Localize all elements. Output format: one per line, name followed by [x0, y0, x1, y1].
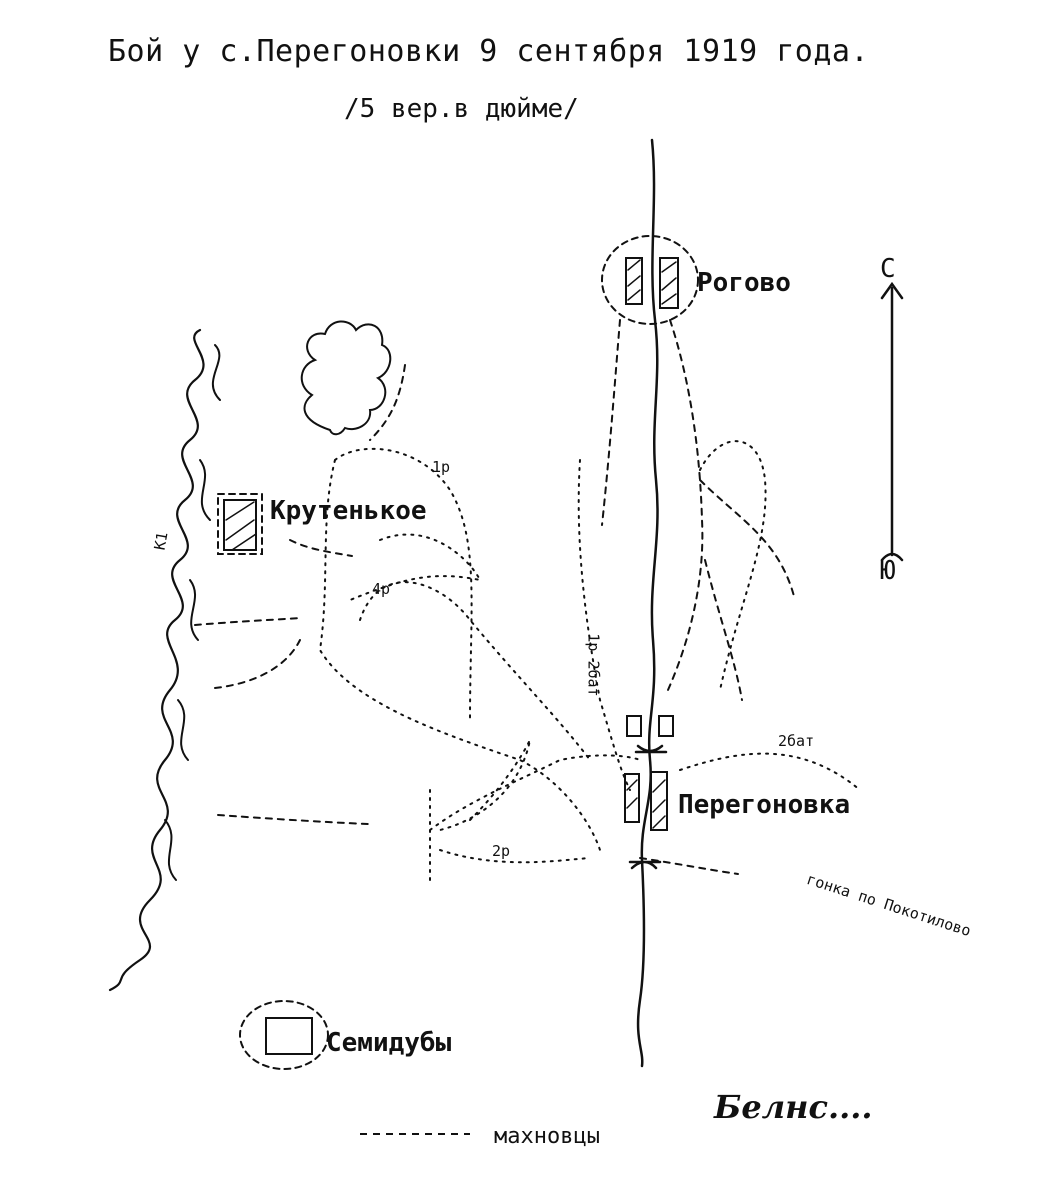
place-rogovo: Рогово — [697, 268, 791, 298]
krutenkoe-house — [223, 499, 257, 551]
route-river-2 — [214, 639, 301, 689]
rogovo-house-right — [659, 257, 679, 309]
compass-arrow-north — [880, 281, 904, 300]
peregonovka-house-4 — [650, 771, 668, 831]
dotted-loop-9 — [349, 533, 482, 601]
dotted-loop-4 — [429, 754, 641, 881]
place-peregonovka: Перегоновка — [678, 790, 851, 820]
dotted-loop-10 — [439, 739, 531, 831]
peregonovka-house-3 — [624, 773, 640, 823]
place-krutenkoe: Крутенькое — [270, 496, 427, 526]
peregonovka-house-1 — [626, 715, 642, 737]
dotted-loop-5 — [439, 849, 591, 864]
unit-label-4r: 4р — [372, 580, 391, 598]
map-title: Бой у с.Перегоновки 9 сентября 1919 года… — [108, 34, 870, 69]
scale-note: /5 вер.в дюйме/ — [344, 94, 579, 124]
compass-arrow-south — [880, 552, 904, 562]
route-krutenkoe-west — [289, 539, 353, 557]
dotted-loop-6 — [577, 459, 631, 791]
dotted-loop-8 — [679, 752, 861, 791]
main-road — [636, 138, 659, 1068]
forest — [300, 320, 392, 436]
semidub-house — [265, 1017, 313, 1055]
route-rogovo-south-1 — [601, 319, 621, 526]
rogovo-circle — [601, 235, 699, 325]
unit-label-1r: 1р — [432, 458, 451, 476]
compass-north-label: С — [880, 254, 896, 284]
route-rogovo-east — [699, 479, 796, 601]
unit-label-1r-2bat: 1р 2бат — [584, 633, 603, 697]
unit-label-2bat: 2бат — [778, 732, 815, 750]
route-rogovo-south-2 — [667, 319, 704, 691]
route-east-out — [639, 857, 739, 875]
bridge-bottom — [628, 860, 662, 870]
krutenkoe-outline — [217, 493, 263, 555]
route-forest — [369, 364, 406, 441]
route-river-1 — [194, 617, 301, 626]
legend-label: махновцы — [494, 1124, 600, 1149]
semidub-circle — [239, 1000, 329, 1070]
dotted-loop-7 — [699, 440, 767, 691]
peregonovka-house-2 — [658, 715, 674, 737]
dotted-loop-3 — [359, 581, 591, 761]
unit-label-k1: К1 — [150, 530, 172, 552]
rogovo-house-left — [625, 257, 643, 305]
compass-south-label: Ю — [880, 556, 896, 586]
unit-label-2r: 2р — [492, 842, 511, 860]
route-river-3 — [217, 814, 369, 825]
signature: Белнс.... — [714, 1088, 873, 1126]
bridge-top — [634, 744, 668, 754]
river-bank — [108, 328, 205, 992]
place-semidub: Семидубы — [326, 1028, 452, 1058]
dotted-loop-1 — [334, 447, 473, 721]
